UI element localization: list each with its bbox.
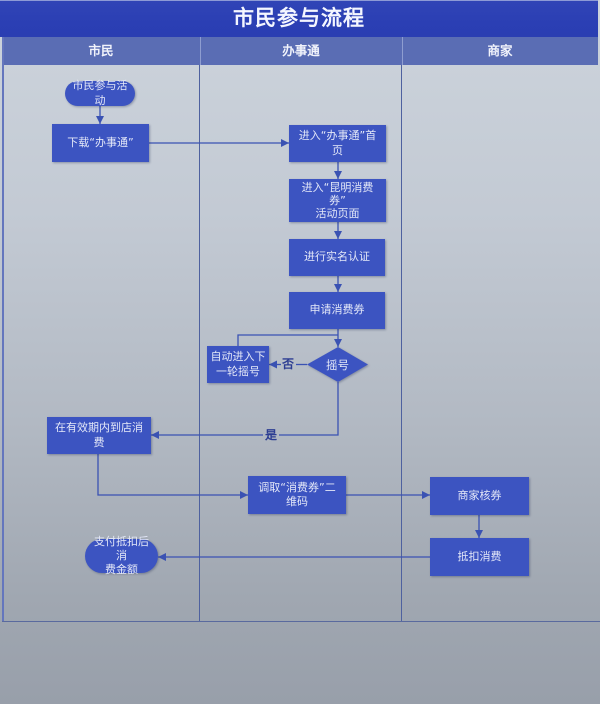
lane-divider	[199, 65, 201, 621]
node-enter-activity: 进入“昆明消费 券” 活动页面	[289, 179, 386, 222]
lane-header-app: 办事通	[200, 37, 402, 65]
edge-label-no: 否	[282, 357, 295, 371]
node-qr-code: 调取“消费券”二 维码	[248, 476, 346, 514]
edge-label-yes: 是	[265, 428, 278, 442]
lane-header-merchant: 商家	[402, 37, 598, 65]
lane-header-divider	[402, 37, 403, 65]
node-in-store: 在有效期内到店消费	[47, 417, 151, 454]
lane-header-citizen: 市民	[2, 37, 200, 65]
lane-header-divider	[200, 37, 201, 65]
node-apply-coupon: 申请消费券	[289, 292, 385, 329]
node-next-round: 自动进入下 一轮摇号	[207, 346, 269, 383]
node-real-name: 进行实名认证	[289, 239, 385, 276]
node-lottery-label: 摇号	[326, 357, 349, 372]
diagram-title: 市民参与流程	[0, 0, 598, 37]
lane-divider	[401, 65, 403, 621]
node-deduct: 抵扣消费	[430, 538, 529, 576]
node-download-app: 下载“办事通”	[52, 124, 149, 162]
lane-left-border	[2, 37, 4, 621]
node-pay: 支付抵扣后消 费金额	[85, 535, 158, 576]
node-start: 市民参与活动	[65, 79, 135, 107]
node-enter-home: 进入“办事通”首 页	[289, 125, 386, 162]
lane-bottom-border	[2, 621, 600, 623]
node-merchant-verify: 商家核券	[430, 477, 529, 515]
